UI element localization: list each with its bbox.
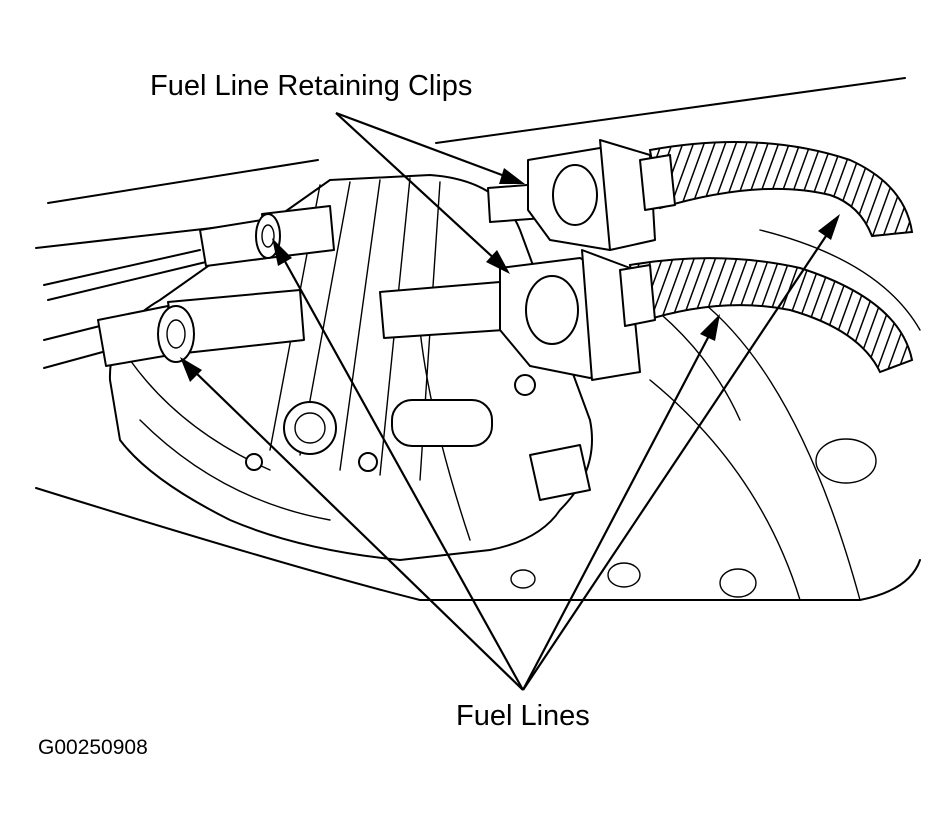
fuel-lines-label: Fuel Lines (456, 700, 590, 732)
left-fuel-lines (43, 205, 335, 369)
retaining-clips-leaders (335, 111, 525, 274)
vehicle-body-lines (35, 77, 921, 601)
fuel-filter-housing (108, 174, 593, 561)
corrugated-fuel-hoses (619, 141, 914, 374)
retaining-clips-label: Fuel Line Retaining Clips (150, 70, 473, 102)
fuel-lines-leaders (180, 214, 840, 691)
figure-code: G00250908 (38, 736, 148, 759)
